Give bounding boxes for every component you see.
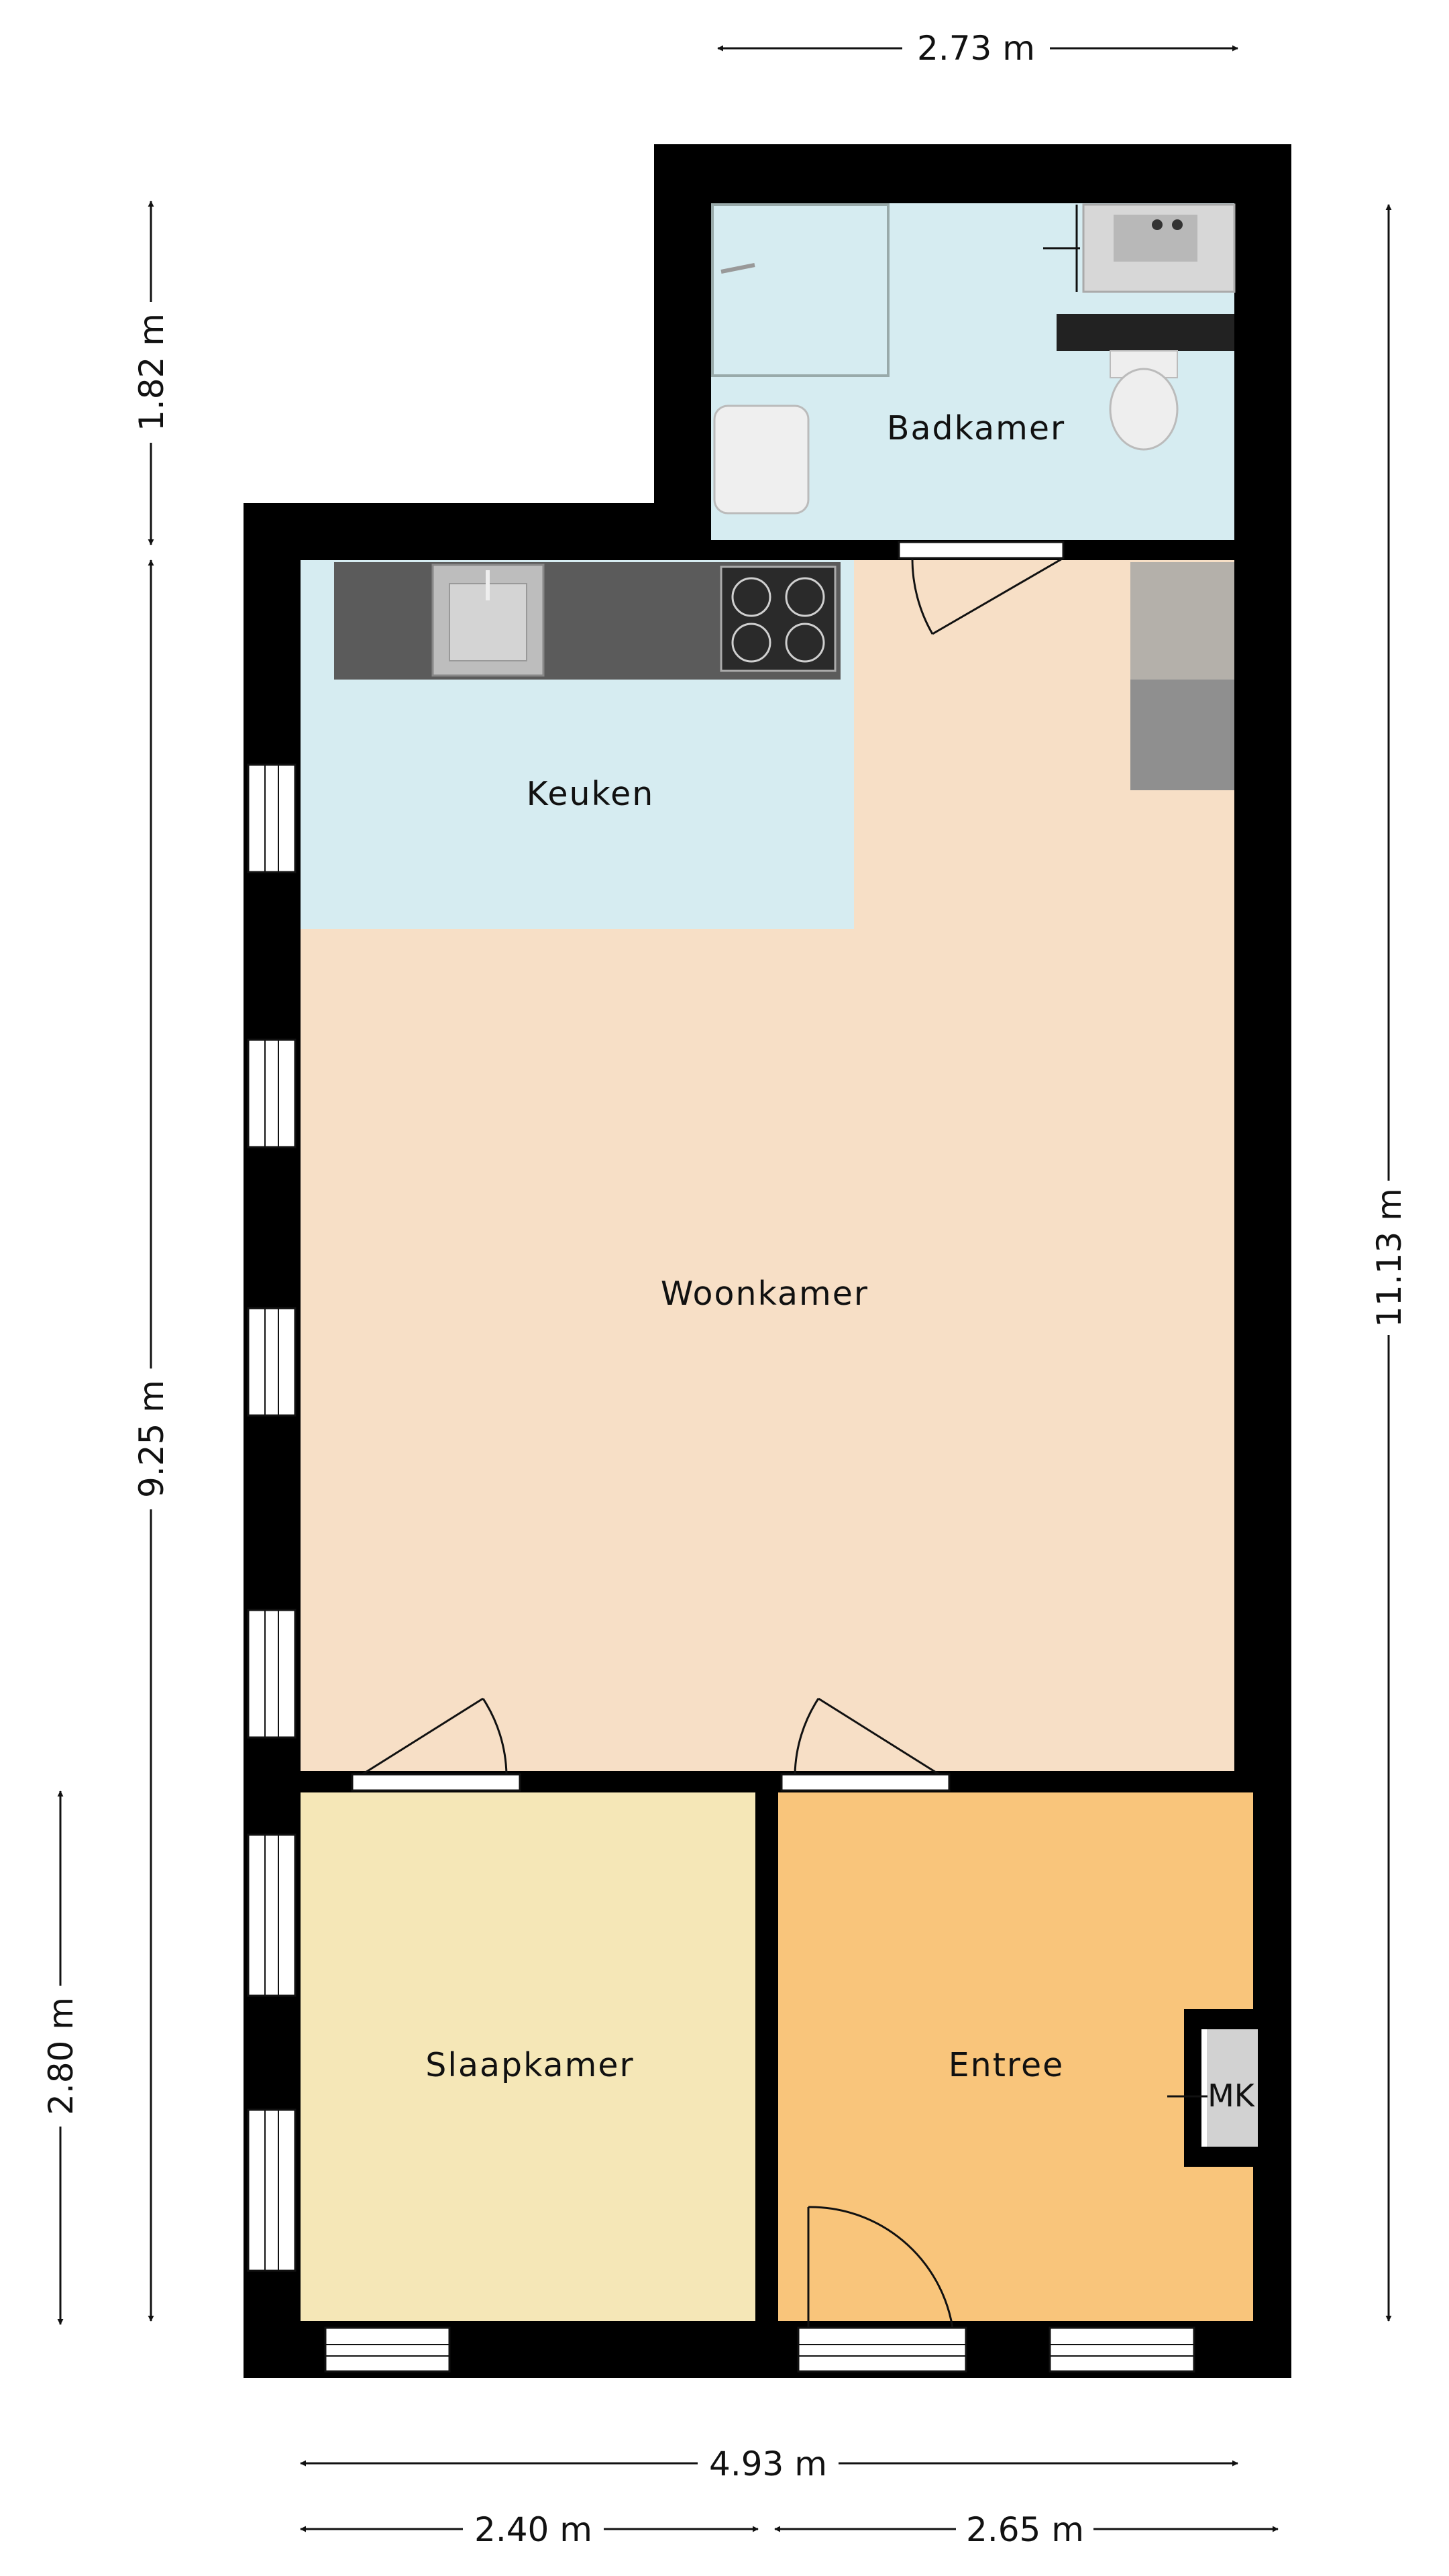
dim-left-upper: 1.82 m (132, 313, 171, 431)
toilet-bowl (1109, 368, 1179, 451)
window-bottom-3 (1049, 2326, 1195, 2373)
wall-bedroom-entrance (755, 1792, 778, 2321)
dim-bottom-left: 2.40 m (474, 2510, 592, 2549)
washbasin (713, 405, 810, 515)
doors (351, 541, 1065, 2328)
meter-cupboard (1204, 2029, 1258, 2147)
window-left-2 (247, 1038, 297, 1148)
room-label-meter-cupboard: MK (1208, 2078, 1256, 2114)
door-leaf-entrance-top (818, 1697, 940, 1776)
bedroom-floor (301, 1792, 755, 2321)
window-left-4 (247, 1609, 297, 1739)
room-label-kitchen: Keuken (527, 775, 655, 813)
door-leaf-bathroom (932, 557, 1064, 635)
entrance-floor (778, 1792, 1253, 2321)
dim-bottom-right: 2.65 m (966, 2510, 1084, 2549)
dimension-lines (57, 45, 1392, 2532)
door-swing-bathroom (911, 557, 934, 635)
door-swing-bedroom (482, 1698, 508, 1775)
window-left-3 (247, 1307, 297, 1417)
shower-head-icon (720, 263, 755, 274)
dim-bottom-total: 4.93 m (709, 2445, 827, 2483)
dim-right-total: 11.13 m (1370, 1188, 1409, 1328)
door-frame-entrance-top (780, 1773, 951, 1792)
burner-1 (731, 577, 771, 617)
door-leaf-bedroom (362, 1697, 484, 1776)
window-bottom-2 (797, 2326, 967, 2373)
room-label-bathroom: Badkamer (887, 409, 1065, 447)
door-swing-entrance-top (794, 1698, 820, 1775)
cooktop (720, 566, 837, 672)
burner-4 (785, 623, 825, 663)
room-label-entrance: Entree (949, 2046, 1065, 2084)
burner-2 (785, 577, 825, 617)
kitchen-counter (334, 562, 841, 680)
dim-top-width: 2.73 m (917, 29, 1035, 68)
window-left-6 (247, 2108, 297, 2272)
dim-left-main: 9.25 m (132, 1380, 171, 1498)
windows (247, 763, 1195, 2373)
window-bottom-1 (324, 2326, 451, 2373)
window-glazing (264, 765, 1194, 2357)
bathroom-fixtures (711, 203, 1236, 515)
door-swing-front (808, 2206, 954, 2328)
burner-3 (731, 623, 771, 663)
door-frame-bathroom (898, 541, 1065, 559)
dim-left-lower: 2.80 m (42, 1997, 80, 2115)
shower-area (711, 203, 890, 377)
living-cabinet (1130, 562, 1234, 790)
room-label-bedroom: Slaapkamer (425, 2046, 634, 2084)
room-label-living: Woonkamer (661, 1275, 869, 1313)
bathroom-shelf (1057, 314, 1234, 351)
window-left-1 (247, 763, 297, 873)
door-frame-bedroom (351, 1773, 521, 1792)
window-left-5 (247, 1833, 297, 1997)
